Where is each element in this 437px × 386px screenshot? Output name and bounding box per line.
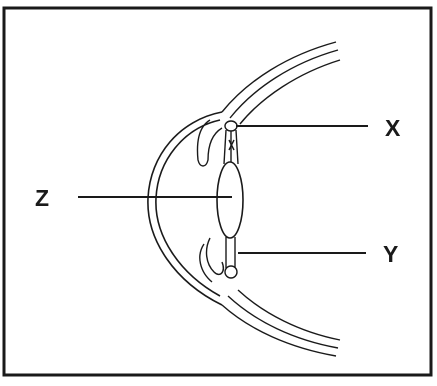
eyeball-wall (221, 41, 341, 357)
sclera-line-top-1 (221, 41, 337, 113)
sclera-line-bottom-2 (227, 295, 339, 349)
cornea-inner (155, 119, 221, 297)
ciliary-knob-bottom (224, 265, 238, 279)
sclera-line-top-3 (239, 59, 341, 125)
iris-bottom-outline (199, 243, 213, 283)
pointer-lines (78, 125, 368, 254)
lens (216, 161, 244, 239)
sclera-line-bottom-3 (237, 289, 341, 341)
iris-bottom (199, 237, 224, 283)
suspensory-ligament-top (223, 120, 239, 165)
iris-bottom-flap (205, 237, 224, 276)
ligament-line-1 (223, 129, 227, 165)
label-y: Y (383, 241, 398, 267)
label-x: X (385, 115, 401, 141)
cornea-outer (147, 111, 223, 306)
label-z: Z (35, 185, 49, 211)
sclera-line-bottom-1 (221, 304, 337, 357)
iris-top-flap (196, 119, 223, 167)
suspensory-ligament-bottom (224, 237, 238, 279)
iris-top (196, 119, 223, 167)
cornea (147, 111, 223, 306)
ligament-line-3 (235, 129, 239, 165)
sclera-line-top-2 (229, 49, 339, 119)
ligament-cross (228, 139, 235, 151)
